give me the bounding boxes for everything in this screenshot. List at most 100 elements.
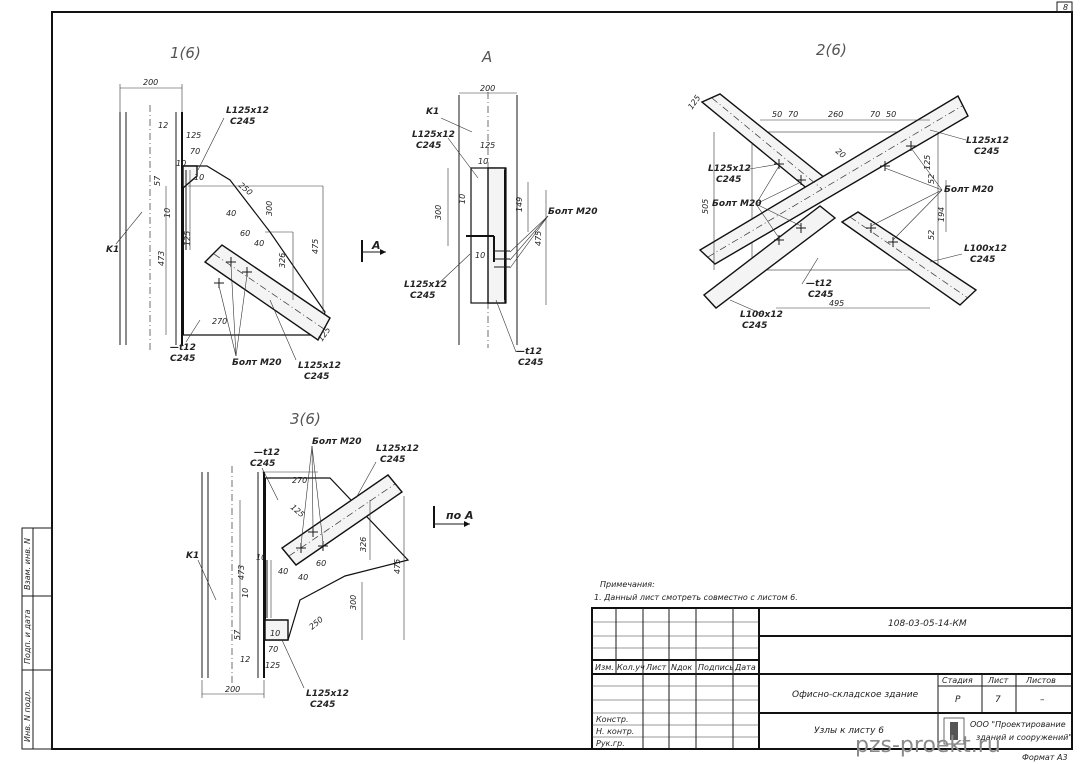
v2-bolt-right-label: Болт M20 [944,185,993,195]
v1-dim-473: 473 [157,251,166,266]
v2-bolt-left-label: Болт M20 [712,199,761,209]
v3-dim-250: 250 [308,615,325,632]
a-angle-bottom-steel: C245 [410,291,435,301]
v2-angle-small-left-profile: L100x12 [740,310,783,320]
a-dim-10-c: 10 [475,251,485,260]
v2-dim-70-a: 70 [788,110,798,119]
v2-dim-52-a: 52 [927,174,936,184]
v3-dim-70: 70 [268,645,278,654]
v3-dim-10-c: 10 [270,629,280,638]
stamp-sheets: – [1040,695,1045,705]
v1-dim-60: 60 [240,229,250,238]
v2-angle-right-profile: L125x12 [966,136,1009,146]
view-1-title: 1(6) [170,44,201,62]
side-stamp-inv-orig: Инв. N подл. [23,689,32,742]
section-mark-a: A [361,239,386,262]
v2-dim-70-b: 70 [870,110,880,119]
v2-dim-125-a: 125 [686,93,702,111]
stamp-stage: Р [955,695,961,705]
side-stamp: Взам. инв. N Подп. и дата Инв. N подл. [21,527,53,750]
v1-dim-40-b: 40 [254,239,264,248]
notes: Примечания: 1. Данный лист смотреть совм… [594,580,798,602]
v3-dim-125-b: 125 [265,661,280,670]
v2-angle-left-steel: C245 [716,175,741,185]
v3-plate-steel: C245 [250,459,275,469]
v1-angle-top-steel: C245 [230,117,255,127]
v2-dim-50-b: 50 [886,110,896,119]
a-dim-300: 300 [434,205,443,220]
v2-dim-52-b: 52 [927,230,936,240]
v2-angle-small-right-steel: C245 [970,255,995,265]
v2-angle-small-right-profile: L100x12 [964,244,1007,254]
stamp-header-kol: Кол.уч [617,663,645,672]
v3-angle-top-profile: L125x12 [376,444,419,454]
v1-dim-326: 326 [278,253,287,268]
v1-dim-57: 57 [153,175,162,186]
view-3-title: 3(6) [290,410,321,428]
v1-dim-300: 300 [265,201,274,216]
stamp-org-logo [943,717,965,745]
v2-angle-small-left-steel: C245 [742,321,767,331]
v1-dim-10-a: 10 [176,159,186,168]
a-plate-profile: —t12 [516,347,542,357]
v1-dim-200: 200 [143,78,158,87]
v1-dim-10-b: 10 [194,173,204,182]
v3-dim-57: 57 [233,629,242,640]
v3-dim-40-b: 40 [298,573,308,582]
stamp-header-list: Лист [645,663,667,672]
stamp-sheets-label: Листов [1025,676,1056,685]
a-angle-top-profile: L125x12 [412,130,455,140]
stamp-format: Формат A3 [1022,753,1068,762]
v1-dim-12: 12 [158,121,168,130]
a-bolt-label: Болт M20 [548,207,597,217]
stamp-role-rukgr: Рук.гр. [596,739,625,748]
a-angle-bottom-profile: L125x12 [404,280,447,290]
v3-dim-40-a: 40 [278,567,288,576]
v2-dim-260: 260 [828,110,843,119]
v3-dim-10-a: 10 [256,553,266,562]
a-plate-steel: C245 [518,358,543,368]
v3-dim-10-b: 10 [241,588,250,598]
stamp-role-konstr: Констр. [596,715,628,724]
v1-angle-bottom-steel: C245 [304,372,329,382]
v1-dim-270: 270 [212,317,227,326]
v1-angle-bottom-profile: L125x12 [298,361,341,371]
view-a: A 200 125 10 300 10 10 149 475 K1 L125x1… [404,48,597,368]
v3-dim-200: 200 [225,685,240,694]
side-stamp-sign-date: Подп. и дата [23,609,32,664]
v1-dim-10-c: 10 [163,208,172,218]
v3-angle-top-steel: C245 [380,455,405,465]
stamp-stage-label: Стадия [942,676,973,685]
v1-angle-top-profile: L125x12 [226,106,269,116]
v3-plate-profile: —t12 [254,448,280,458]
v1-dim-70: 70 [190,147,200,156]
a-dim-149: 149 [515,197,524,212]
v1-dim-125-a: 125 [186,131,201,140]
stamp-sheet-title: Узлы к листу 6 [814,726,884,736]
v2-plate-profile: —t12 [806,279,832,289]
v1-dim-40-a: 40 [226,209,236,218]
v3-dim-326: 326 [359,537,368,552]
v2-angle-right-steel: C245 [974,147,999,157]
stamp-role-nkontr: Н. контр. [596,727,634,736]
view-3: 3(6) 270 125 473 40 10 10 10 326 60 40 [186,410,419,710]
v3-angle-bottom-profile: L125x12 [306,689,349,699]
v1-dim-475: 475 [311,239,320,254]
a-dim-125: 125 [480,141,495,150]
a-dim-10-a: 10 [478,157,488,166]
v2-angle-left-profile: L125x12 [708,164,751,174]
side-stamp-swap-inv: Взам. инв. N [23,538,32,590]
v2-dim-505: 505 [701,199,710,214]
v3-dim-60: 60 [316,559,326,568]
stamp-sheet-label: Лист [987,676,1009,685]
stamp-code: 108-03-05-14-КМ [888,619,967,629]
stamp-org-line2: зданий и сооружений" [976,733,1072,742]
watermark: pzs-proekt.ru [855,733,1001,758]
v3-dim-300: 300 [349,595,358,610]
v3-dim-473: 473 [237,565,246,580]
v3-dim-12: 12 [240,655,250,664]
section-mark-po-a-label: по A [446,509,474,522]
v2-dim-50-a: 50 [772,110,782,119]
notes-heading: Примечания: [600,580,655,589]
title-block: 108-03-05-14-КМ Изм. Кол.уч Лист Nдок По… [591,607,1073,762]
